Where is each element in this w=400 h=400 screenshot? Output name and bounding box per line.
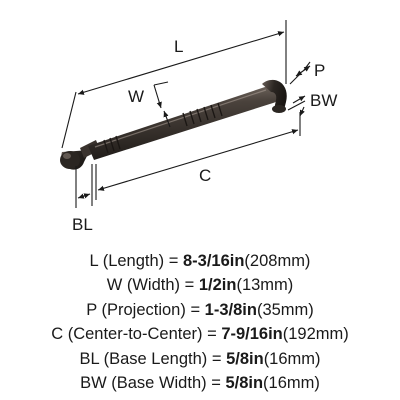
spec-metric: (13mm) <box>236 276 294 295</box>
spec-value: 1/2in <box>198 276 237 295</box>
left-base-cap <box>60 151 80 169</box>
base-length-dimension-line <box>77 193 91 199</box>
handle-bar <box>88 85 279 160</box>
projection-label: P <box>314 61 325 80</box>
dimension-spec-list: L (Length) = 8-3/16in(208mm) W (Width) =… <box>0 249 400 395</box>
spec-value: 1-3/8in <box>204 300 257 319</box>
projection-dimension-line <box>295 65 311 77</box>
spec-name: BL (Base Length) <box>79 349 208 368</box>
spec-value: 5/8in <box>225 373 264 392</box>
spec-row-base-width: BW (Base Width) = 5/8in(16mm) <box>80 373 320 392</box>
spec-value: 7-9/16in <box>221 325 283 344</box>
spec-metric: (16mm) <box>263 349 321 368</box>
base-width-dimension-line <box>292 95 306 104</box>
spec-name: W (Width) <box>106 276 181 295</box>
spec-row-base-length: BL (Base Length) = 5/8in(16mm) <box>79 349 321 368</box>
spec-value: 8-3/16in <box>182 252 245 270</box>
cabinet-pull-handle <box>60 79 287 170</box>
spec-metric: (16mm) <box>263 373 320 392</box>
width-dimension-line <box>153 84 162 109</box>
spec-name: L (Length) <box>89 252 165 270</box>
spec-name: BW (Base Width) <box>80 373 207 392</box>
dimension-lines <box>61 20 311 208</box>
spec-value: 5/8in <box>226 349 264 368</box>
spec-row-length: L (Length) = 8-3/16in(208mm) <box>89 252 311 270</box>
spec-metric: (35mm) <box>256 300 314 319</box>
handle-dimension-diagram: L W P BW C BL <box>60 20 337 234</box>
base-length-label: BL <box>72 215 93 234</box>
spec-name: C (Center-to-Center) <box>51 325 203 344</box>
spec-metric: (192mm) <box>282 325 349 344</box>
spec-row-center-to-center: C (Center-to-Center) = 7-9/16in(192mm) <box>51 325 349 344</box>
length-dimension-line <box>77 31 285 95</box>
center-to-center-label: C <box>199 166 211 185</box>
spec-row-width: W (Width) = 1/2in(13mm) <box>106 276 294 295</box>
spec-metric: (208mm) <box>244 252 311 270</box>
right-base-cap <box>272 105 286 113</box>
length-label: L <box>174 37 183 56</box>
width-label: W <box>128 87 144 106</box>
center-to-center-dimension-line <box>97 129 299 191</box>
spec-row-projection: P (Projection) = 1-3/8in(35mm) <box>86 300 314 319</box>
spec-name: P (Projection) <box>86 300 186 319</box>
base-width-label: BW <box>310 91 337 110</box>
